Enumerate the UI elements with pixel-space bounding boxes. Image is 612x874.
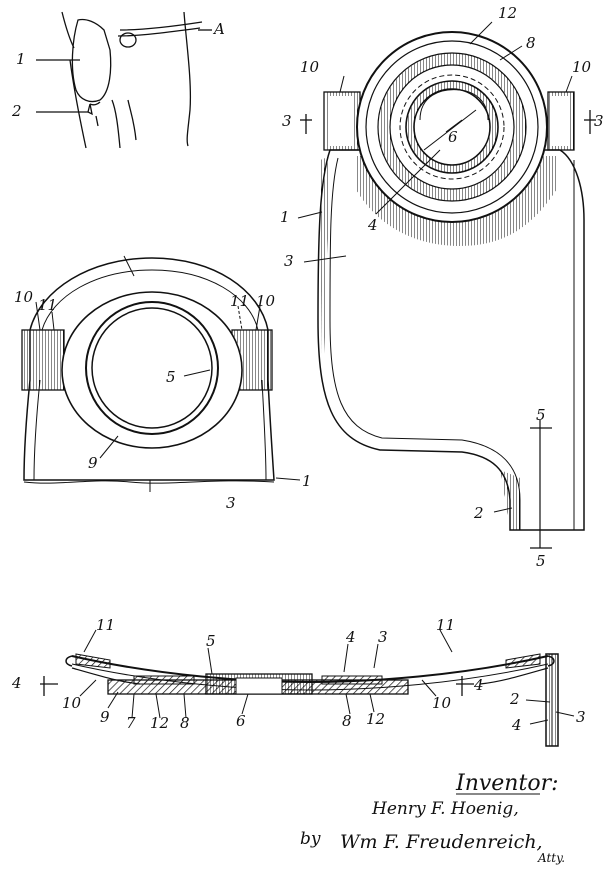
label-3-section-left: 3 (282, 112, 292, 130)
label-10-front-left: 10 (300, 58, 320, 76)
figure-section-5-5 (525, 653, 575, 747)
label-6-sec: 6 (236, 712, 246, 730)
inventor-signature: Henry F. Hoenig, (371, 799, 519, 819)
label-12-front: 12 (498, 4, 517, 22)
label-1-top: 1 (302, 472, 312, 490)
attys-label: Atty. (537, 851, 565, 865)
label-4-front: 4 (367, 216, 378, 234)
label-1-front: 1 (280, 208, 290, 226)
label-11-sec-left: 11 (96, 616, 115, 634)
label-3-front: 3 (284, 252, 294, 270)
label-6-front: 6 (448, 128, 458, 146)
label-3-top: 3 (226, 494, 236, 512)
label-3-sec: 3 (378, 628, 388, 646)
attorney-signature: Wm F. Freudenreich, (340, 831, 543, 853)
label-1-person: 1 (16, 50, 26, 68)
by-label: by (300, 829, 321, 849)
label-4-sec: 4 (345, 628, 356, 646)
label-3-section-right: 3 (594, 112, 604, 130)
label-11-sec-right: 11 (436, 616, 455, 634)
label-4-sec55: 4 (511, 716, 522, 734)
label-4-sec-left: 4 (11, 674, 22, 692)
label-10-front-right: 10 (572, 58, 592, 76)
label-10-top-left: 10 (14, 288, 34, 306)
label-12-sec-left: 12 (150, 714, 169, 732)
label-11-top-left: 11 (38, 296, 57, 314)
label-2-person: 2 (11, 102, 22, 120)
label-3-sec55: 3 (576, 708, 586, 726)
figure-person (36, 11, 212, 149)
label-A: A (212, 20, 225, 38)
figure-receptacle-top (21, 255, 301, 492)
label-5-section-bottom: 5 (536, 552, 546, 570)
label-11-top-right: 11 (230, 292, 249, 310)
label-9-top: 9 (88, 454, 98, 472)
label-8-sec-right: 8 (342, 712, 352, 730)
label-2-front: 2 (473, 504, 484, 522)
label-10-top-right: 10 (256, 292, 276, 310)
figure-receptacle-front (297, 21, 596, 549)
label-5-sec: 5 (206, 632, 216, 650)
label-8-front: 8 (526, 34, 536, 52)
label-7-sec: 7 (126, 714, 136, 732)
label-10-sec-right: 10 (432, 694, 452, 712)
label-5-top: 5 (166, 368, 176, 386)
inventor-title: Inventor: (455, 771, 559, 796)
label-8-sec-left: 8 (180, 714, 190, 732)
label-12-sec-right: 12 (366, 710, 385, 728)
label-2-sec55: 2 (509, 690, 520, 708)
label-5-section-top: 5 (536, 406, 546, 424)
label-4-sec-right: 4 (473, 676, 484, 694)
signature-block: Inventor: Henry F. Hoenig, by Wm F. Freu… (300, 771, 565, 865)
figure-section-4-4 (40, 629, 555, 719)
label-10-sec-left: 10 (62, 694, 82, 712)
label-9-sec: 9 (100, 708, 110, 726)
